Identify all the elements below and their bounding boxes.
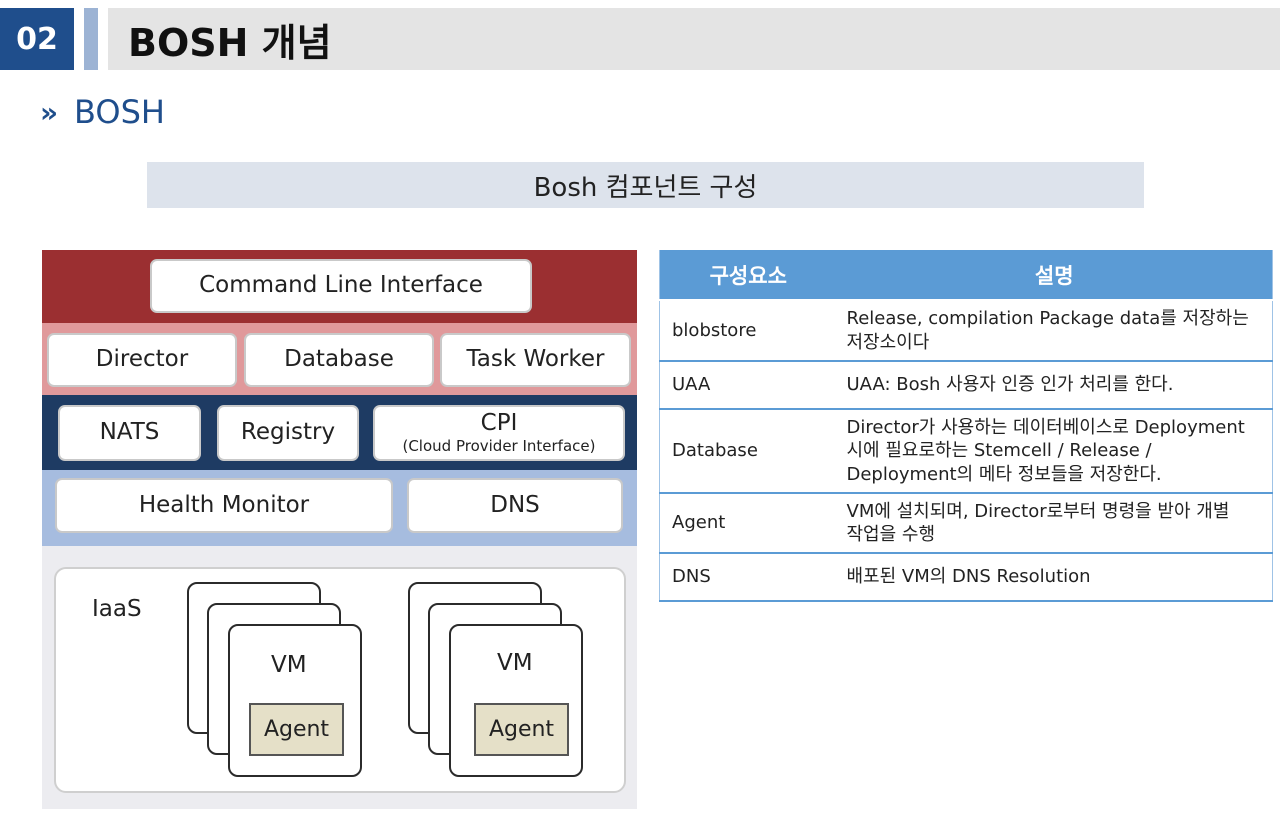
registry-box: Registry (217, 405, 359, 461)
header-bar (108, 8, 1280, 70)
component-name: Database (659, 409, 837, 494)
director-box: Director (47, 333, 237, 387)
cpi-sublabel: (Cloud Provider Interface) (402, 437, 596, 456)
component-table: 구성요소 설명 blobstore Release, compilation P… (659, 250, 1273, 602)
director-label: Director (95, 346, 189, 373)
component-description: 배포된 VM의 DNS Resolution (836, 553, 1273, 602)
agent-box: Agent (474, 703, 569, 756)
cli-box: Command Line Interface (150, 259, 532, 313)
component-description: Director가 사용하는 데이터베이스로 Deployment 시에 필요로… (836, 409, 1273, 494)
description-line: VM에 설치되며, Director로부터 명령을 받아 개별 (846, 500, 1230, 522)
description-line: Director가 사용하는 데이터베이스로 Deployment (846, 416, 1245, 438)
table-row: Agent VM에 설치되며, Director로부터 명령을 받아 개별 작업… (659, 493, 1273, 554)
agent-label: Agent (488, 717, 555, 742)
dns-box: DNS (407, 478, 623, 533)
nats-label: NATS (99, 419, 160, 446)
component-name: blobstore (659, 300, 837, 362)
column-header-description: 설명 (836, 250, 1273, 301)
component-name: Agent (659, 493, 837, 554)
vm-label: VM (497, 650, 533, 676)
iaas-label: IaaS (92, 596, 142, 622)
description-line: 저장소이다 (846, 331, 930, 353)
cpi-label: CPI (480, 410, 518, 437)
cpi-box: CPI (Cloud Provider Interface) (373, 405, 625, 461)
component-name: UAA (659, 361, 837, 410)
health-monitor-box: Health Monitor (55, 478, 393, 533)
description-line: Deployment의 메타 정보들을 저장한다. (846, 463, 1162, 485)
column-header-component: 구성요소 (659, 250, 837, 301)
agent-box: Agent (249, 703, 344, 756)
description-line: 시에 필요로하는 Stemcell / Release / (846, 440, 1152, 462)
component-description: Release, compilation Package data를 저장하는 … (836, 300, 1273, 362)
task-worker-label: Task Worker (466, 346, 605, 373)
task-worker-box: Task Worker (440, 333, 631, 387)
page-title: BOSH 개념 (128, 20, 332, 65)
subtitle: BOSH (74, 93, 165, 131)
vm-label: VM (271, 652, 307, 678)
nats-box: NATS (58, 405, 201, 461)
table-row: blobstore Release, compilation Package d… (659, 300, 1273, 362)
table-row: UAA UAA: Bosh 사용자 인증 인가 처리를 한다. (659, 361, 1273, 410)
table-row: DNS 배포된 VM의 DNS Resolution (659, 553, 1273, 602)
component-description: UAA: Bosh 사용자 인증 인가 처리를 한다. (836, 361, 1273, 410)
description-line: 배포된 VM의 DNS Resolution (846, 566, 1091, 588)
component-description: VM에 설치되며, Director로부터 명령을 받아 개별 작업을 수행 (836, 493, 1273, 554)
double-chevron-icon: » (40, 95, 58, 129)
cli-label: Command Line Interface (199, 272, 483, 299)
database-box: Database (244, 333, 434, 387)
database-label: Database (284, 346, 394, 373)
table-header-row: 구성요소 설명 (659, 250, 1273, 301)
description-line: 작업을 수행 (846, 524, 936, 545)
registry-label: Registry (240, 419, 336, 446)
table-row: Database Director가 사용하는 데이터베이스로 Deployme… (659, 409, 1273, 494)
agent-label: Agent (263, 717, 330, 742)
dns-label: DNS (490, 491, 540, 518)
section-banner: Bosh 컴포넌트 구성 (147, 162, 1144, 208)
description-line: Release, compilation Package data를 저장하는 (846, 308, 1249, 330)
description-line: UAA: Bosh 사용자 인증 인가 처리를 한다. (846, 374, 1174, 396)
header-accent-stripe (84, 8, 98, 70)
section-number: 02 (0, 8, 74, 70)
health-monitor-label: Health Monitor (138, 491, 310, 518)
component-name: DNS (659, 553, 837, 602)
